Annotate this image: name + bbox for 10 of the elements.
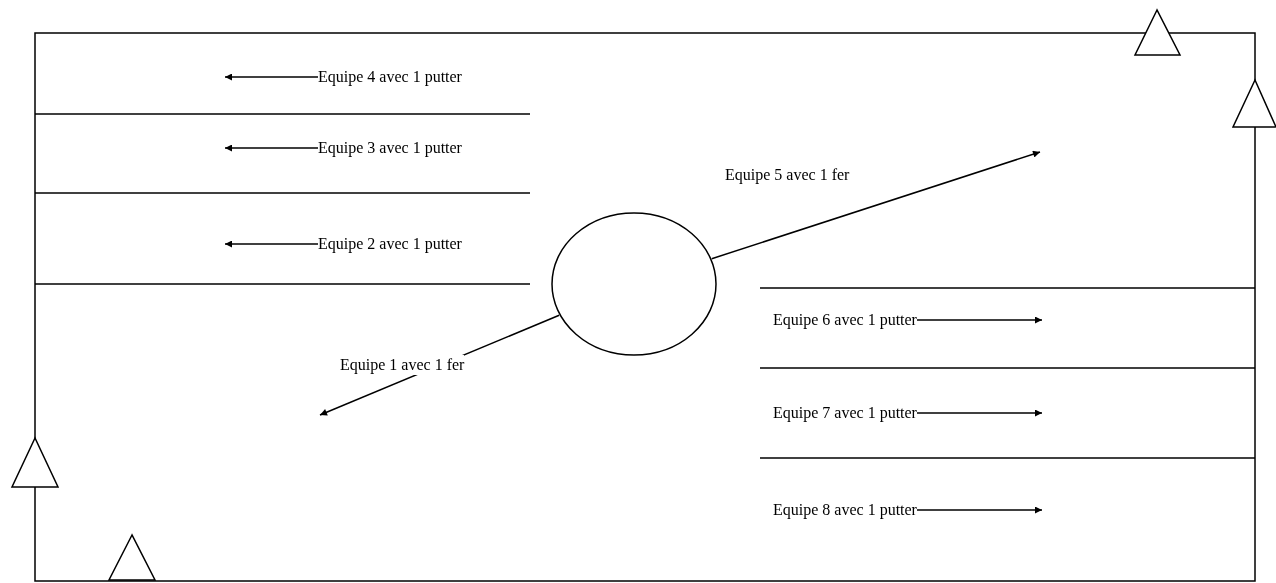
- center-circle: [551, 212, 717, 356]
- arrow: [224, 73, 319, 81]
- team-label: Equipe 5 avec 1 fer: [725, 165, 850, 185]
- arrow: [916, 506, 1043, 514]
- team-label: Equipe 1 avec 1 fer: [340, 355, 465, 375]
- arrow: [710, 150, 1041, 260]
- arrow: [916, 409, 1043, 417]
- arrow: [224, 240, 319, 248]
- arrow: [224, 144, 319, 152]
- arrow: [916, 316, 1043, 324]
